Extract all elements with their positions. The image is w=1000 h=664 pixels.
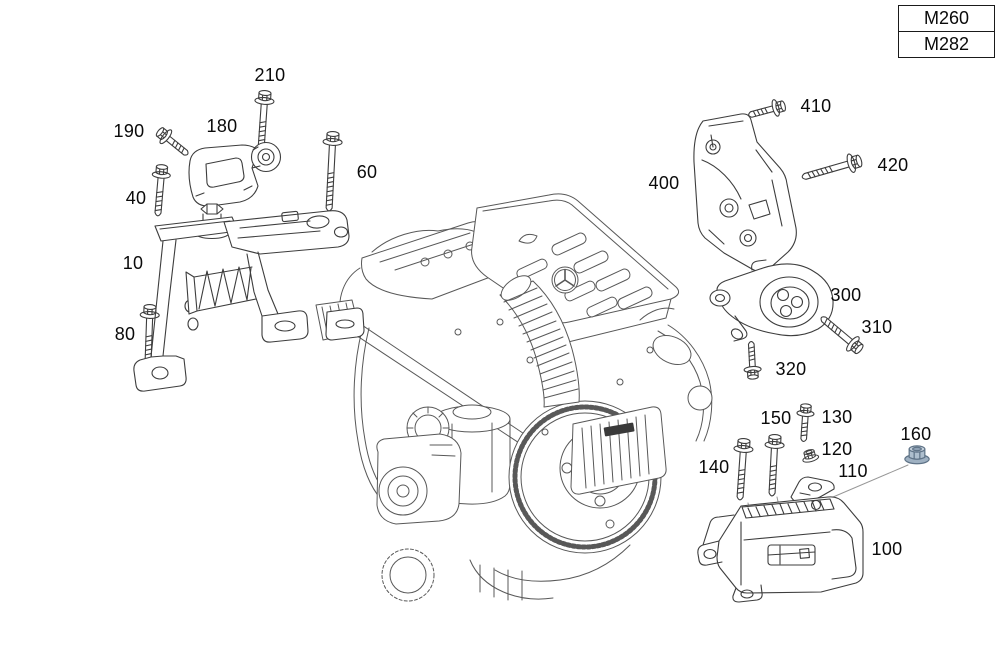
bolt-410 [745,96,788,124]
callout-320[interactable]: 320 [775,359,807,379]
part-400-bracket [693,113,797,273]
bolt-420 [799,150,865,187]
engine-airbox [570,406,667,495]
engine-ac-compressor [376,433,462,525]
bolt-310 [815,310,868,358]
engine-crank-pulley [381,548,435,602]
bolt-60 [318,130,344,212]
engine-illustration [315,193,713,602]
callout-130[interactable]: 130 [821,407,853,427]
nut-120 [800,447,820,465]
callout-190[interactable]: 190 [113,121,145,141]
callout-180[interactable]: 180 [206,116,238,136]
callout-420[interactable]: 420 [877,155,909,175]
callout-40[interactable]: 40 [125,188,147,208]
engine-code-m260: M260 [899,6,994,32]
bolt-40 [148,163,172,218]
callout-120[interactable]: 120 [821,439,853,459]
engine-code-m282: M282 [923,34,970,54]
callout-80[interactable]: 80 [114,324,136,344]
callout-60[interactable]: 60 [356,162,378,182]
part-10-support-bracket [133,203,365,392]
bolt-320 [742,340,763,381]
engine-intake-hose [499,275,580,408]
callout-10[interactable]: 10 [122,253,144,273]
callout-110[interactable]: 110 [838,461,868,481]
callout-210[interactable]: 210 [254,65,286,85]
bolt-190 [152,123,194,162]
callout-140[interactable]: 140 [698,457,730,477]
nut-160-highlighted [904,445,930,465]
callout-410[interactable]: 410 [800,96,832,116]
engine-misc-details [454,318,654,529]
callout-160[interactable]: 160 [900,424,932,444]
part-300-torque-strut [709,259,834,342]
part-100-engine-mount [697,496,864,603]
bolt-130 [794,402,816,443]
callout-150[interactable]: 150 [760,408,792,428]
mercedes-star-icon [551,266,579,294]
part-180-engine-mount [188,141,282,207]
callout-100[interactable]: 100 [871,539,903,559]
callout-310[interactable]: 310 [861,317,893,337]
callout-400[interactable]: 400 [648,173,680,193]
engine-cover-slats [516,232,653,318]
engine-turbo-pipes [639,307,713,442]
callout-300[interactable]: 300 [830,285,862,305]
bolt-150 [761,433,786,497]
engine-oil-pan [469,544,631,601]
engine-code-table: M260 M282 [898,5,995,58]
engine-cover-emblem [518,233,538,244]
bolt-140 [729,437,755,502]
